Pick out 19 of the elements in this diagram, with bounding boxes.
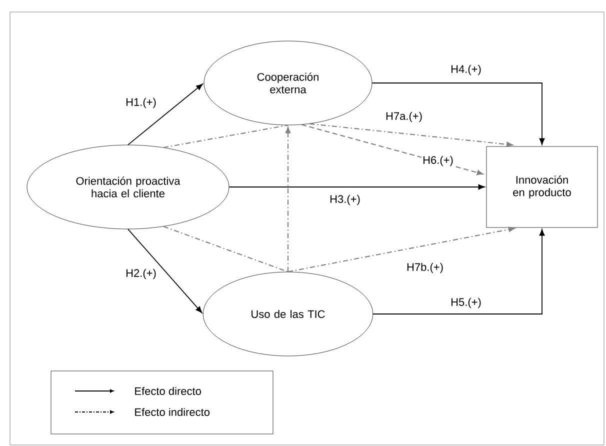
arrow [310, 123, 513, 147]
arrow [128, 228, 202, 314]
edge-label: H2.(+) [124, 268, 158, 280]
arrow [372, 82, 545, 145]
edge-label: H7a.(+) [384, 110, 424, 124]
edge-label: H3.(+) [328, 194, 362, 206]
legend-text: Efecto directo [135, 386, 201, 396]
edge-label: H7b.(+) [406, 262, 444, 274]
arrow [128, 84, 203, 146]
arrow [372, 229, 545, 314]
edge-label: H5.(+) [450, 296, 482, 310]
arrow [285, 126, 291, 272]
edge-label: H4.(+) [450, 64, 482, 76]
edge-label: H6.(+) [422, 154, 454, 168]
arrow [228, 184, 485, 190]
legend-text: Efecto indirecto [135, 408, 210, 416]
outcome-box: Innovación en producto [486, 146, 598, 228]
edge-label: H1.(+) [124, 96, 158, 110]
arrow [288, 226, 515, 272]
